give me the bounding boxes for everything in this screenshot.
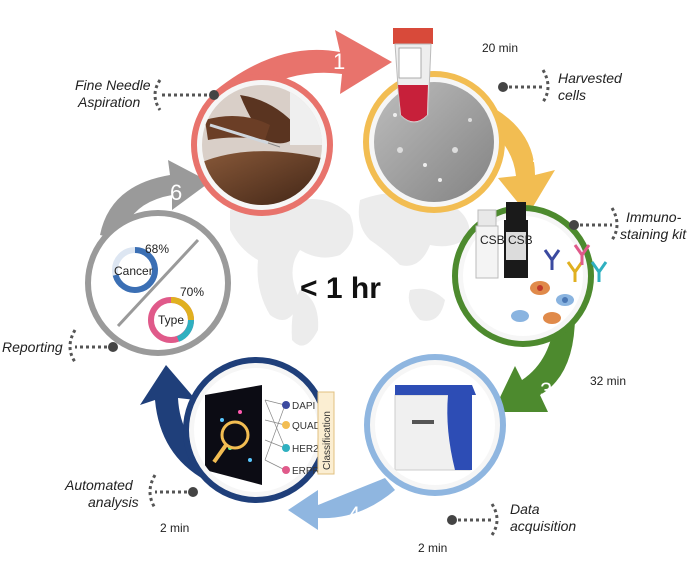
- caption-harvested-2: cells: [558, 87, 586, 103]
- antibody-icons: [543, 244, 608, 282]
- kit-logo-2: CSB: [508, 233, 533, 247]
- type-pct: 70%: [180, 285, 204, 299]
- caption-harvested-1: Harvested: [558, 70, 623, 86]
- classification-title: Classification: [322, 411, 333, 470]
- step-6-number: 6: [170, 180, 182, 205]
- caption-automated-1: Automated: [64, 477, 134, 493]
- step-2-circle: [363, 28, 505, 213]
- instrument-illustration: [375, 365, 495, 485]
- center-time-label: < 1 hr: [300, 272, 381, 305]
- type-donut: Type 70%: [148, 285, 204, 343]
- duration-staining: 32 min: [590, 374, 626, 388]
- kit-logo: CSB: [480, 233, 505, 247]
- step-1-circle: [191, 74, 333, 216]
- step-2-number: 2: [532, 142, 544, 167]
- type-label: Type: [158, 313, 184, 327]
- step-5-number: 5: [145, 410, 157, 435]
- marker-label: QUAD: [292, 421, 321, 432]
- step-4-circle: [364, 354, 506, 496]
- marker-label: DAPI: [292, 401, 315, 412]
- classification-box: Classification: [317, 391, 335, 475]
- step-1-number: 1: [333, 49, 345, 74]
- step-4-number: 4: [348, 502, 360, 527]
- analysis-illustration: [194, 368, 318, 492]
- step-3-number: 3: [540, 378, 552, 403]
- duration-acquisition: 2 min: [418, 541, 447, 555]
- vial-icons: CSB CSB: [475, 202, 533, 279]
- tube-icon: [393, 28, 433, 123]
- caption-automated-2: analysis: [88, 494, 139, 510]
- cancer-label: Cancer: [114, 264, 153, 278]
- caption-fine-needle-1: Fine Needle: [75, 77, 151, 93]
- cancer-pct: 68%: [145, 242, 169, 256]
- arrow-4: 4: [288, 478, 395, 530]
- caption-immuno-2: staining kit: [620, 226, 687, 242]
- caption-immuno-1: Immuno-: [626, 209, 682, 225]
- cancer-donut: Cancer 68%: [112, 242, 169, 293]
- caption-reporting: Reporting: [2, 339, 63, 355]
- duration-harvest: 20 min: [482, 41, 518, 55]
- callouts: [68, 69, 619, 536]
- caption-fine-needle-2: Aspiration: [77, 94, 140, 110]
- caption-data-1: Data: [510, 501, 540, 517]
- marker-labels: DAPI QUAD HER2 ERPR: [292, 401, 321, 477]
- step-3-circle: CSB CSB: [452, 202, 608, 347]
- step-6-circle: Cancer 68% Type 70%: [85, 210, 231, 356]
- callout-dots: [108, 82, 579, 525]
- marker-label: ERPR: [292, 466, 320, 477]
- marker-label: HER2: [292, 444, 319, 455]
- caption-data-2: acquisition: [510, 518, 576, 534]
- step-5-circle: DAPI QUAD HER2 ERPR Classification: [183, 357, 335, 503]
- duration-analysis: 2 min: [160, 521, 189, 535]
- cells-micrograph: [374, 82, 494, 202]
